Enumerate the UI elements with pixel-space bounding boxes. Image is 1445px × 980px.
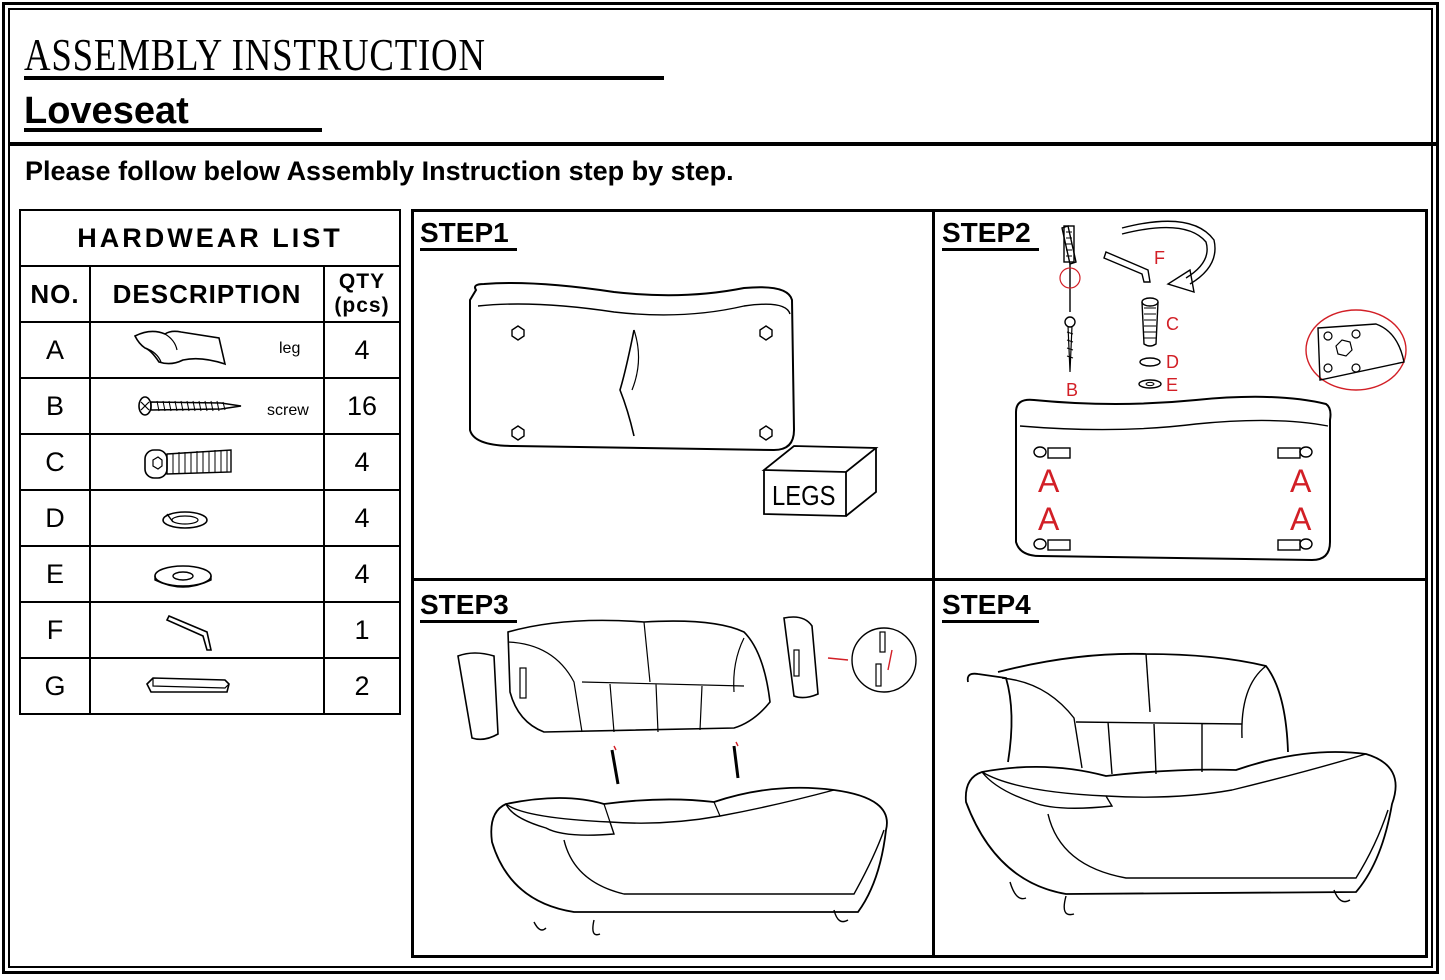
table-row: A leg 4 — [19, 321, 401, 379]
callout-f: F — [1154, 248, 1165, 268]
screw-icon — [138, 396, 242, 416]
row-description: leg — [89, 321, 325, 379]
step2-label: STEP2 — [942, 218, 1039, 251]
row-qty: 16 — [323, 377, 401, 435]
column-qty: QTY (pcs) — [323, 265, 401, 323]
bolt-icon — [144, 449, 232, 479]
leg-mark-a: A — [1290, 463, 1312, 499]
table-row: G 2 — [19, 657, 401, 715]
leg-mark-a: A — [1038, 501, 1060, 537]
inner-frame — [8, 8, 1433, 968]
leg-mark-a: A — [1290, 501, 1312, 537]
column-qty-line1: QTY — [338, 270, 386, 293]
row-no: D — [19, 489, 91, 547]
step2-illustration — [1015, 220, 1407, 562]
row-qty: 4 — [323, 545, 401, 603]
spring-washer-icon — [162, 511, 208, 529]
connector-bracket-icon — [146, 677, 230, 693]
step1-base-illustration — [469, 282, 879, 517]
table-row: D 4 — [19, 489, 401, 547]
callout-c: C — [1166, 314, 1179, 334]
flat-washer-icon — [154, 565, 212, 588]
row-no: B — [19, 377, 91, 435]
row-qty: 4 — [323, 433, 401, 491]
row-no: A — [19, 321, 91, 379]
step4-label: STEP4 — [942, 590, 1039, 623]
hardware-list-title: HARDWEAR LIST — [19, 209, 401, 267]
row-description — [89, 545, 325, 603]
row-qty: 1 — [323, 601, 401, 659]
leg-mark-a: A — [1038, 463, 1060, 499]
title-underline — [24, 76, 664, 80]
intro-text: Please follow below Assembly Instruction… — [25, 156, 734, 186]
leg-icon — [133, 330, 227, 366]
step3-illustration — [457, 616, 917, 936]
step4-loveseat-illustration — [964, 652, 1397, 916]
product-name: Loveseat — [24, 90, 189, 132]
row-qty: 2 — [323, 657, 401, 715]
callout-d: D — [1166, 352, 1179, 372]
row-description — [89, 489, 325, 547]
steps-horizontal-divider — [411, 578, 1428, 581]
steps-vertical-divider — [932, 209, 935, 958]
row-no: F — [19, 601, 91, 659]
steps-panel — [411, 209, 1428, 958]
table-row: F 1 — [19, 601, 401, 659]
callout-e: E — [1166, 375, 1179, 395]
allen-key-icon — [165, 614, 212, 651]
table-row: B screw 16 — [19, 377, 401, 435]
document-title: ASSEMBLY INSTRUCTION — [24, 29, 486, 80]
row-no: E — [19, 545, 91, 603]
row-label: screw — [267, 402, 309, 419]
column-description: DESCRIPTION — [89, 265, 325, 323]
step3-label: STEP3 — [420, 590, 517, 623]
header-separator — [8, 142, 1436, 146]
step1-label: STEP1 — [420, 218, 517, 251]
table-row: E 4 — [19, 545, 401, 603]
row-no: G — [19, 657, 91, 715]
product-underline — [24, 128, 322, 132]
row-label: leg — [279, 340, 301, 357]
row-no: C — [19, 433, 91, 491]
row-description: screw — [89, 377, 325, 435]
row-description — [89, 657, 325, 715]
hardware-list-table: HARDWEAR LIST NO. DESCRIPTION QTY (pcs) … — [19, 209, 401, 715]
callout-b: B — [1066, 380, 1079, 400]
legs-box-label: LEGS — [772, 480, 836, 511]
row-qty: 4 — [323, 321, 401, 379]
row-description — [89, 601, 325, 659]
hardware-header-row: NO. DESCRIPTION QTY (pcs) — [19, 265, 401, 323]
row-qty: 4 — [323, 489, 401, 547]
column-qty-line2: (pcs) — [334, 294, 390, 317]
column-no: NO. — [19, 265, 91, 323]
table-row: C 4 — [19, 433, 401, 491]
row-description — [89, 433, 325, 491]
